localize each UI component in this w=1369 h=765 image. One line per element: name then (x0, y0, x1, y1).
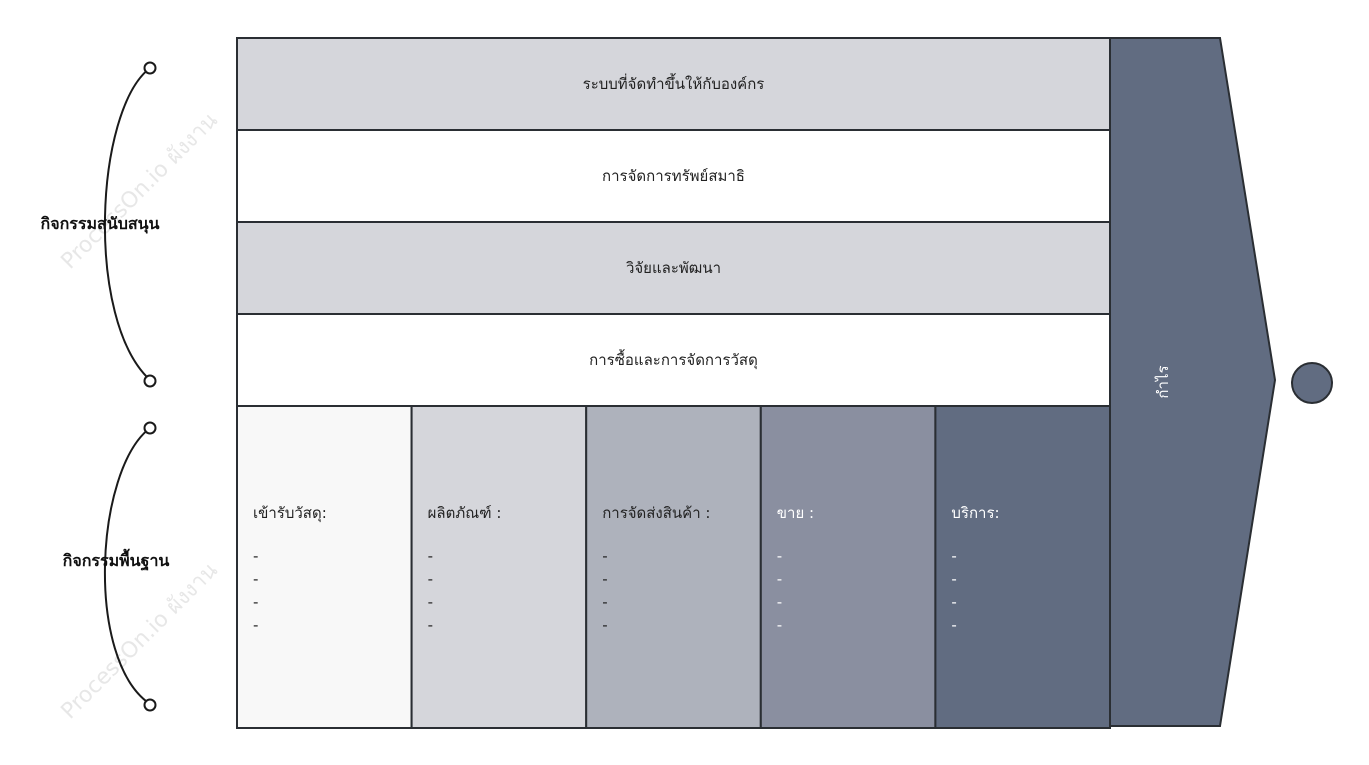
primary-column-item: - (951, 570, 956, 588)
primary-bracket (103, 421, 157, 712)
primary-column-item: - (951, 616, 956, 634)
margin-label: กำไร (1154, 365, 1172, 398)
margin-arrow[interactable] (1109, 37, 1277, 727)
support-bracket-top-handle[interactable] (143, 61, 157, 75)
primary-column-item: - (428, 593, 433, 611)
primary-activities: เข้ารับวัสดุ: - - - - ผลิตภัณฑ์ : - - - - การจัดส่… (236, 405, 1112, 729)
primary-column-5[interactable] (934, 405, 1112, 729)
support-activities-label: กิจกรรมสนับสนุน (40, 214, 159, 234)
primary-column-item: - (951, 547, 956, 565)
primary-activities-label: กิจกรรมพื้นฐาน (62, 548, 169, 571)
primary-column-title: ขาย : (777, 504, 814, 522)
primary-column-item: - (253, 570, 258, 588)
support-band-4[interactable] (236, 313, 1111, 407)
primary-column-title: ผลิตภัณฑ์ : (428, 504, 502, 522)
primary-column-title: การจัดส่งสินค้า : (602, 504, 710, 522)
support-band-1[interactable] (236, 37, 1111, 131)
watermark: ProcessOn.io ผังงาน ProcessOn.io ผังงาน (57, 108, 223, 724)
primary-column-item: - (602, 570, 607, 588)
primary-column-item: - (602, 547, 607, 565)
primary-bracket-top-handle[interactable] (143, 421, 157, 435)
primary-column-item: - (602, 616, 607, 634)
support-bracket-curve (104, 67, 151, 381)
support-band-label: ระบบที่จัดทำขึ้นให้กับองค์กร (583, 73, 765, 93)
support-band-label: วิจัยและพัฒนา (625, 259, 721, 277)
primary-bracket-curve (103, 427, 151, 705)
primary-column-item: - (428, 570, 433, 588)
primary-column-item: - (602, 593, 607, 611)
support-band-2[interactable] (236, 129, 1111, 223)
primary-column-item: - (253, 547, 258, 565)
primary-column-item: - (428, 616, 433, 634)
primary-column-2[interactable] (410, 405, 588, 729)
output-node[interactable] (1291, 362, 1333, 404)
watermark-text-bottom: ProcessOn.io ผังงาน (57, 558, 223, 724)
primary-column-item: - (253, 593, 258, 611)
primary-bracket-bottom-handle[interactable] (143, 698, 157, 712)
primary-column-item: - (777, 616, 782, 634)
primary-column-3[interactable] (585, 405, 762, 729)
watermark-text-top: ProcessOn.io ผังงาน (57, 108, 223, 274)
support-band-3[interactable] (236, 221, 1111, 315)
support-activities: ระบบที่จัดทำขึ้นให้กับองค์กรการจัดการทรั… (236, 37, 1111, 407)
primary-column-item: - (777, 593, 782, 611)
primary-column-item: - (428, 547, 433, 565)
primary-column-4[interactable] (759, 405, 937, 729)
primary-column-1[interactable] (236, 405, 413, 729)
primary-column-title: บริการ: (951, 504, 999, 522)
support-bracket-bottom-handle[interactable] (143, 374, 157, 388)
primary-column-item: - (777, 570, 782, 588)
support-band-label: การจัดการทรัพย์สมาธิ (602, 167, 745, 185)
primary-column-title: เข้ารับวัสดุ: (253, 504, 327, 523)
primary-column-item: - (253, 616, 258, 634)
primary-column-item: - (951, 593, 956, 611)
support-band-label: การซื้อและการจัดการวัสดุ (589, 349, 758, 370)
primary-column-item: - (777, 547, 782, 565)
support-bracket (104, 61, 157, 388)
